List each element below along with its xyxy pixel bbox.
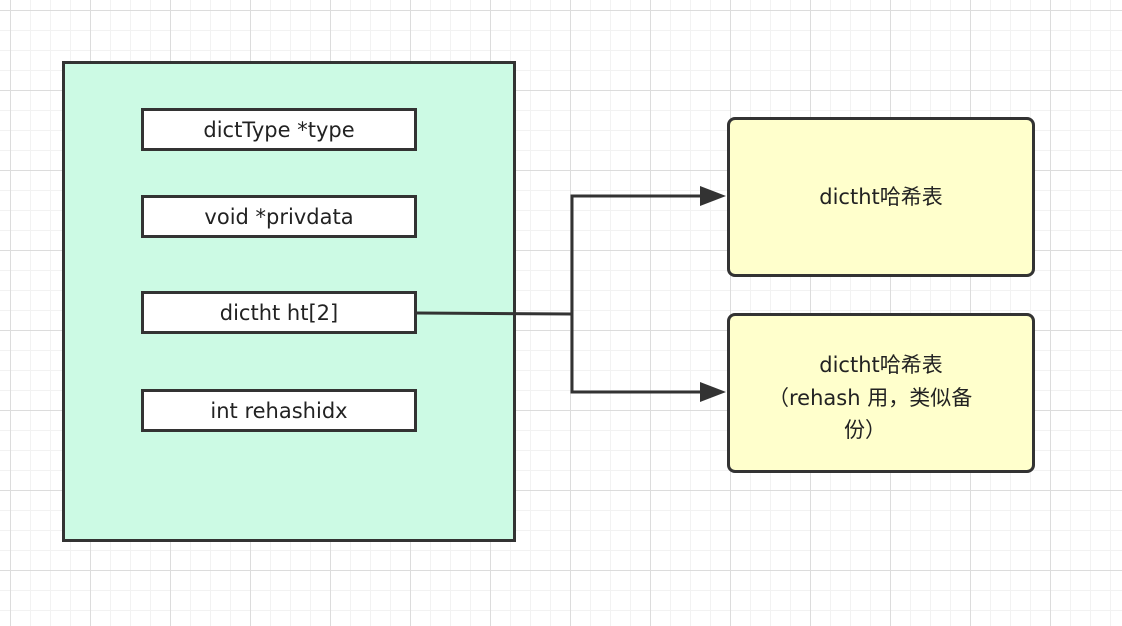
field-dicttype: dictType *type [141,108,417,151]
hashtable-rehash-title: dictht哈希表 [819,353,943,377]
field-rehashidx-label: int rehashidx [210,398,348,423]
field-ht-label: dictht ht[2] [219,300,339,325]
hashtable-rehash-note: （rehash 用，类似备 [768,386,973,410]
arrowhead-rehash [700,382,726,402]
field-privdata-label: void *privdata [204,204,354,229]
hashtable-primary-box: dictht哈希表 [727,117,1035,277]
field-privdata: void *privdata [141,195,417,238]
connector-to-primary-table [570,194,702,314]
field-dicttype-label: dictType *type [203,117,355,142]
hashtable-primary-label: dictht哈希表 [819,185,943,209]
arrowhead-primary [700,186,726,206]
connector-ht-to-split [416,311,573,316]
hashtable-rehash-note-end: 份） [844,418,886,442]
hashtable-rehash-box: dictht哈希表 （rehash 用，类似备 份） [727,313,1035,473]
connector-to-rehash-table [570,314,702,394]
field-rehashidx: int rehashidx [141,389,417,432]
field-ht: dictht ht[2] [141,291,417,334]
